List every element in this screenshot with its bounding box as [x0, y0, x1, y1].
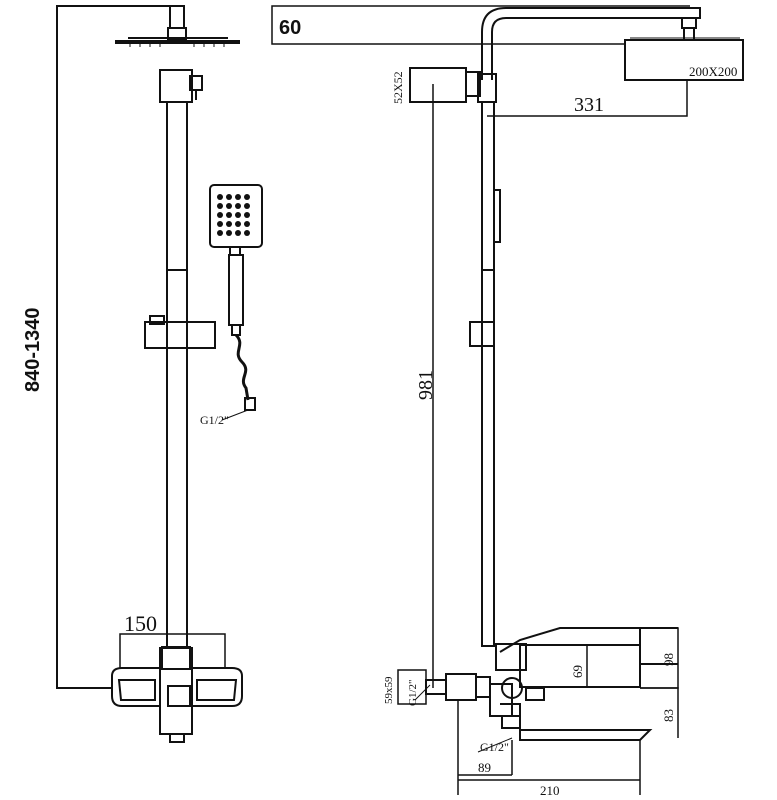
shower-arm	[481, 7, 701, 80]
side-bracket	[409, 67, 497, 103]
mixer-centers-dimension	[119, 633, 226, 668]
height-range-label: 840-1340	[22, 307, 44, 392]
arm-length-label: 331	[574, 94, 604, 116]
side-riser	[481, 101, 495, 647]
height-dimension-line	[56, 5, 170, 689]
inlet-thread-label: G1/2"	[407, 680, 419, 707]
mixer-centers-label: 150	[124, 611, 157, 636]
side-box-label: 52X52	[391, 71, 405, 104]
arm-length-dimension	[487, 80, 688, 117]
spout-drop-dimension	[640, 687, 679, 738]
offset-dimension-box	[271, 5, 690, 45]
overhead-shower-head	[115, 5, 240, 44]
inlet-box-label: 59x59	[383, 676, 395, 704]
shower-head-size-label: 200X200	[689, 64, 737, 79]
riser-length-label: 981	[415, 370, 437, 400]
shower-head-side	[624, 39, 744, 81]
side-view	[271, 5, 744, 795]
riser-pipe	[166, 101, 188, 648]
top-bracket	[159, 69, 203, 103]
hand-shower	[209, 184, 263, 421]
front-view	[56, 5, 263, 743]
slide-offset-label: 60	[279, 17, 301, 39]
body-height-label: 98	[661, 653, 676, 666]
side-mixer	[489, 627, 678, 741]
mixer-body	[111, 646, 243, 743]
side-hand-shower	[469, 189, 501, 347]
shower-head-nozzles	[129, 37, 740, 47]
outlet-offset-label: 89	[478, 760, 491, 775]
hand-shower-holder	[144, 315, 216, 349]
hose-thread-label: G1/2"	[200, 413, 229, 427]
hand-shower-nozzles	[217, 194, 250, 236]
spout-drop-label: 83	[661, 709, 676, 722]
outlet-thread-label: G1/2"	[480, 740, 509, 754]
spout-height-label: 69	[570, 665, 585, 678]
spout-length-label: 210	[540, 783, 560, 798]
